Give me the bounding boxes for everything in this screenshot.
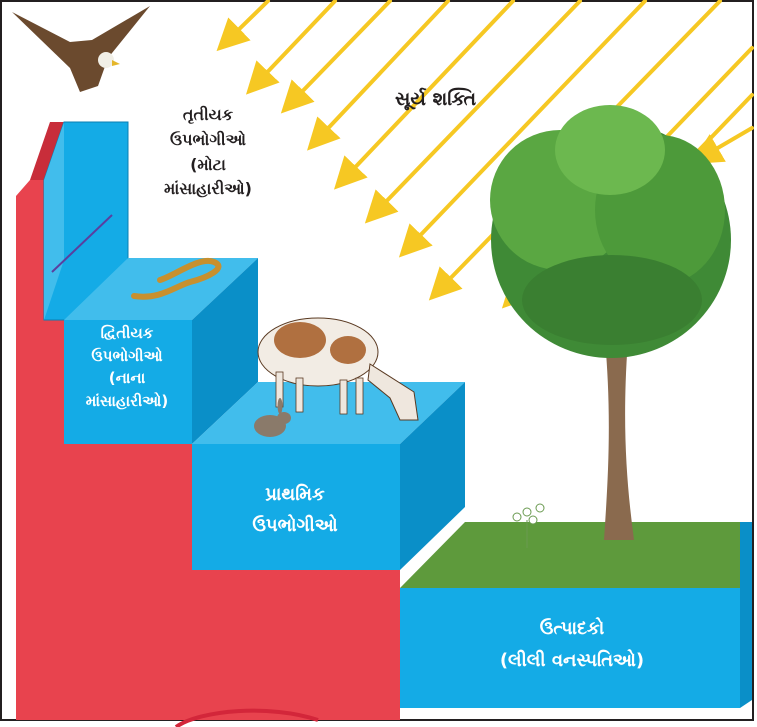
step-tertiary: [43, 121, 129, 321]
step-edge-line: [51, 214, 113, 273]
primary-consumers-label: પ્રાથમિક ઉપભોગીઓ: [205, 480, 385, 541]
primary-line-2: ઉપભોગીઓ: [252, 514, 338, 536]
tertiary-line-2: ઉપભોગીઓ: [170, 129, 246, 149]
tree-icon: [490, 105, 731, 540]
secondary-line-2: ઉપભોગીઓ: [91, 346, 163, 365]
secondary-line-4: માંસાહારીઓ): [85, 391, 169, 410]
sun-energy-text: સૂર્ય શક્તિ: [395, 88, 477, 110]
tertiary-line-3: (મોટા: [190, 154, 226, 174]
producers-label: ઉત્પાદકો (લીલી વનસ્પતિઓ): [402, 613, 742, 678]
step-primary: [192, 382, 465, 570]
tertiary-line-1: તૃતીયક: [182, 105, 234, 124]
step-secondary: [64, 258, 258, 444]
producers-line-1: ઉત્પાદકો: [539, 618, 605, 639]
producers-line-2: (લીલી વનસ્પતિઓ): [499, 650, 645, 672]
eagle-icon: [12, 6, 150, 92]
rabbit-icon: [254, 398, 291, 437]
secondary-line-3: (નાના: [108, 369, 146, 387]
tertiary-consumers-label: તૃતીયક ઉપભોગીઓ (મોટા માંસાહારીઓ): [148, 103, 268, 202]
secondary-line-1: દ્વિતીયક: [100, 324, 154, 342]
sun-energy-label: સૂર્ય શક્તિ: [395, 88, 476, 112]
tertiary-line-4: માંસાહારીઓ): [164, 179, 252, 199]
flowers-icon: [512, 503, 545, 548]
step-producers: [400, 522, 752, 708]
pyramid-left-wall: [16, 122, 400, 720]
snake-icon: [131, 257, 222, 300]
secondary-consumers-label: દ્વિતીયક ઉપભોગીઓ (નાના માંસાહારીઓ): [60, 322, 194, 412]
bottom-arc-decoration: [174, 708, 319, 727]
primary-line-1: પ્રાથમિક: [265, 484, 325, 505]
cow-icon: [257, 317, 419, 421]
